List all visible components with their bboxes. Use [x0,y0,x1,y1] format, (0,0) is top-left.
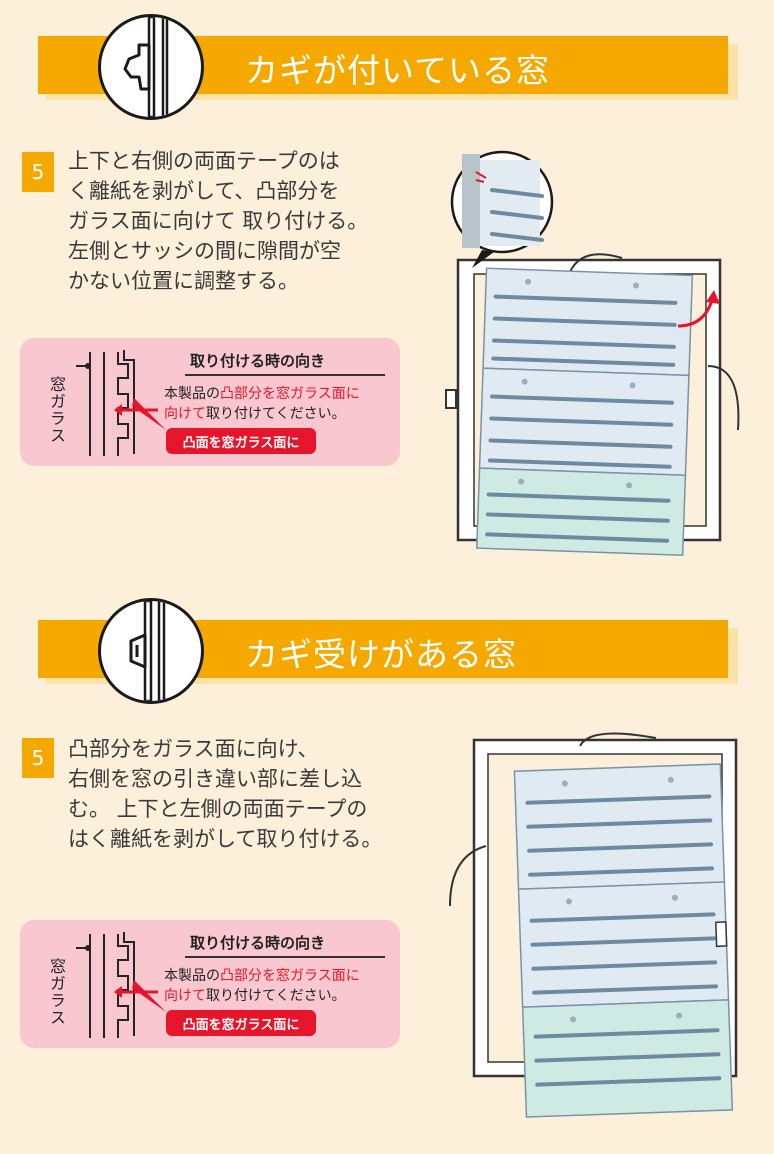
orientation-title: 取り付ける時の向き [190,352,326,370]
desc-text: 取り付けてください。 [206,988,346,1004]
orientation-title: 取り付ける時の向き [190,934,326,952]
orientation-box: 窓ガラス 取り付ける時の向き 本製品の凸部分を窓ガラス面に 向けて取り付けてくだ… [20,338,400,466]
section-lock-receiver-window: カギ受けがある窓 5 凸部分をガラス面に向け、 右側を窓の引き違い部に差し込 む… [0,590,774,1154]
section-title: カギ受けがある窓 [245,635,517,674]
orientation-diagram [76,350,166,456]
desc-text: 取り付けてください。 [206,406,346,422]
orientation-pill: 凸面を窓ガラス面に [166,1010,316,1036]
window-illustration-receiver [449,732,738,1118]
desc-highlight: 凸部分を窓ガラス面に [220,386,360,402]
section-lock-window: カギが付いている窓 5 上下と右側の両面テープのは く離紙を剥がして、凸部分を … [20,14,740,557]
step-number-badge: 5 [22,152,54,192]
orientation-box: 窓ガラス 取り付ける時の向き 本製品の凸部分を窓ガラス面に 向けて取り付けてくだ… [20,920,400,1048]
orientation-diagram [76,932,166,1038]
lock-receiver-icon [98,598,204,704]
glass-label: 窓ガラス [47,376,66,444]
desc-text: 本製品の [164,968,220,984]
desc-highlight: 向けて [164,406,206,422]
desc-text: 本製品の [164,386,220,402]
section-title: カギが付いている窓 [245,51,551,90]
divider [185,956,385,958]
divider [185,374,385,376]
orientation-description: 本製品の凸部分を窓ガラス面に 向けて取り付けてください。 [164,384,360,424]
desc-highlight: 凸部分を窓ガラス面に [220,968,360,984]
window-lock-icon [98,14,204,120]
glass-label: 窓ガラス [47,958,66,1026]
desc-highlight: 向けて [164,988,206,1004]
step-instruction: 凸部分をガラス面に向け、 右側を窓の引き違い部に差し込 む。 上下と左側の両面テ… [68,737,383,851]
orientation-pill: 凸面を窓ガラス面に [166,428,316,454]
step-instruction: 上下と右側の両面テープのは く離紙を剥がして、凸部分を ガラス面に向けて 取り付… [68,149,369,293]
step-number-badge: 5 [22,738,54,778]
window-illustration-lock [445,150,740,557]
orientation-description: 本製品の凸部分を窓ガラス面に 向けて取り付けてください。 [164,966,360,1006]
